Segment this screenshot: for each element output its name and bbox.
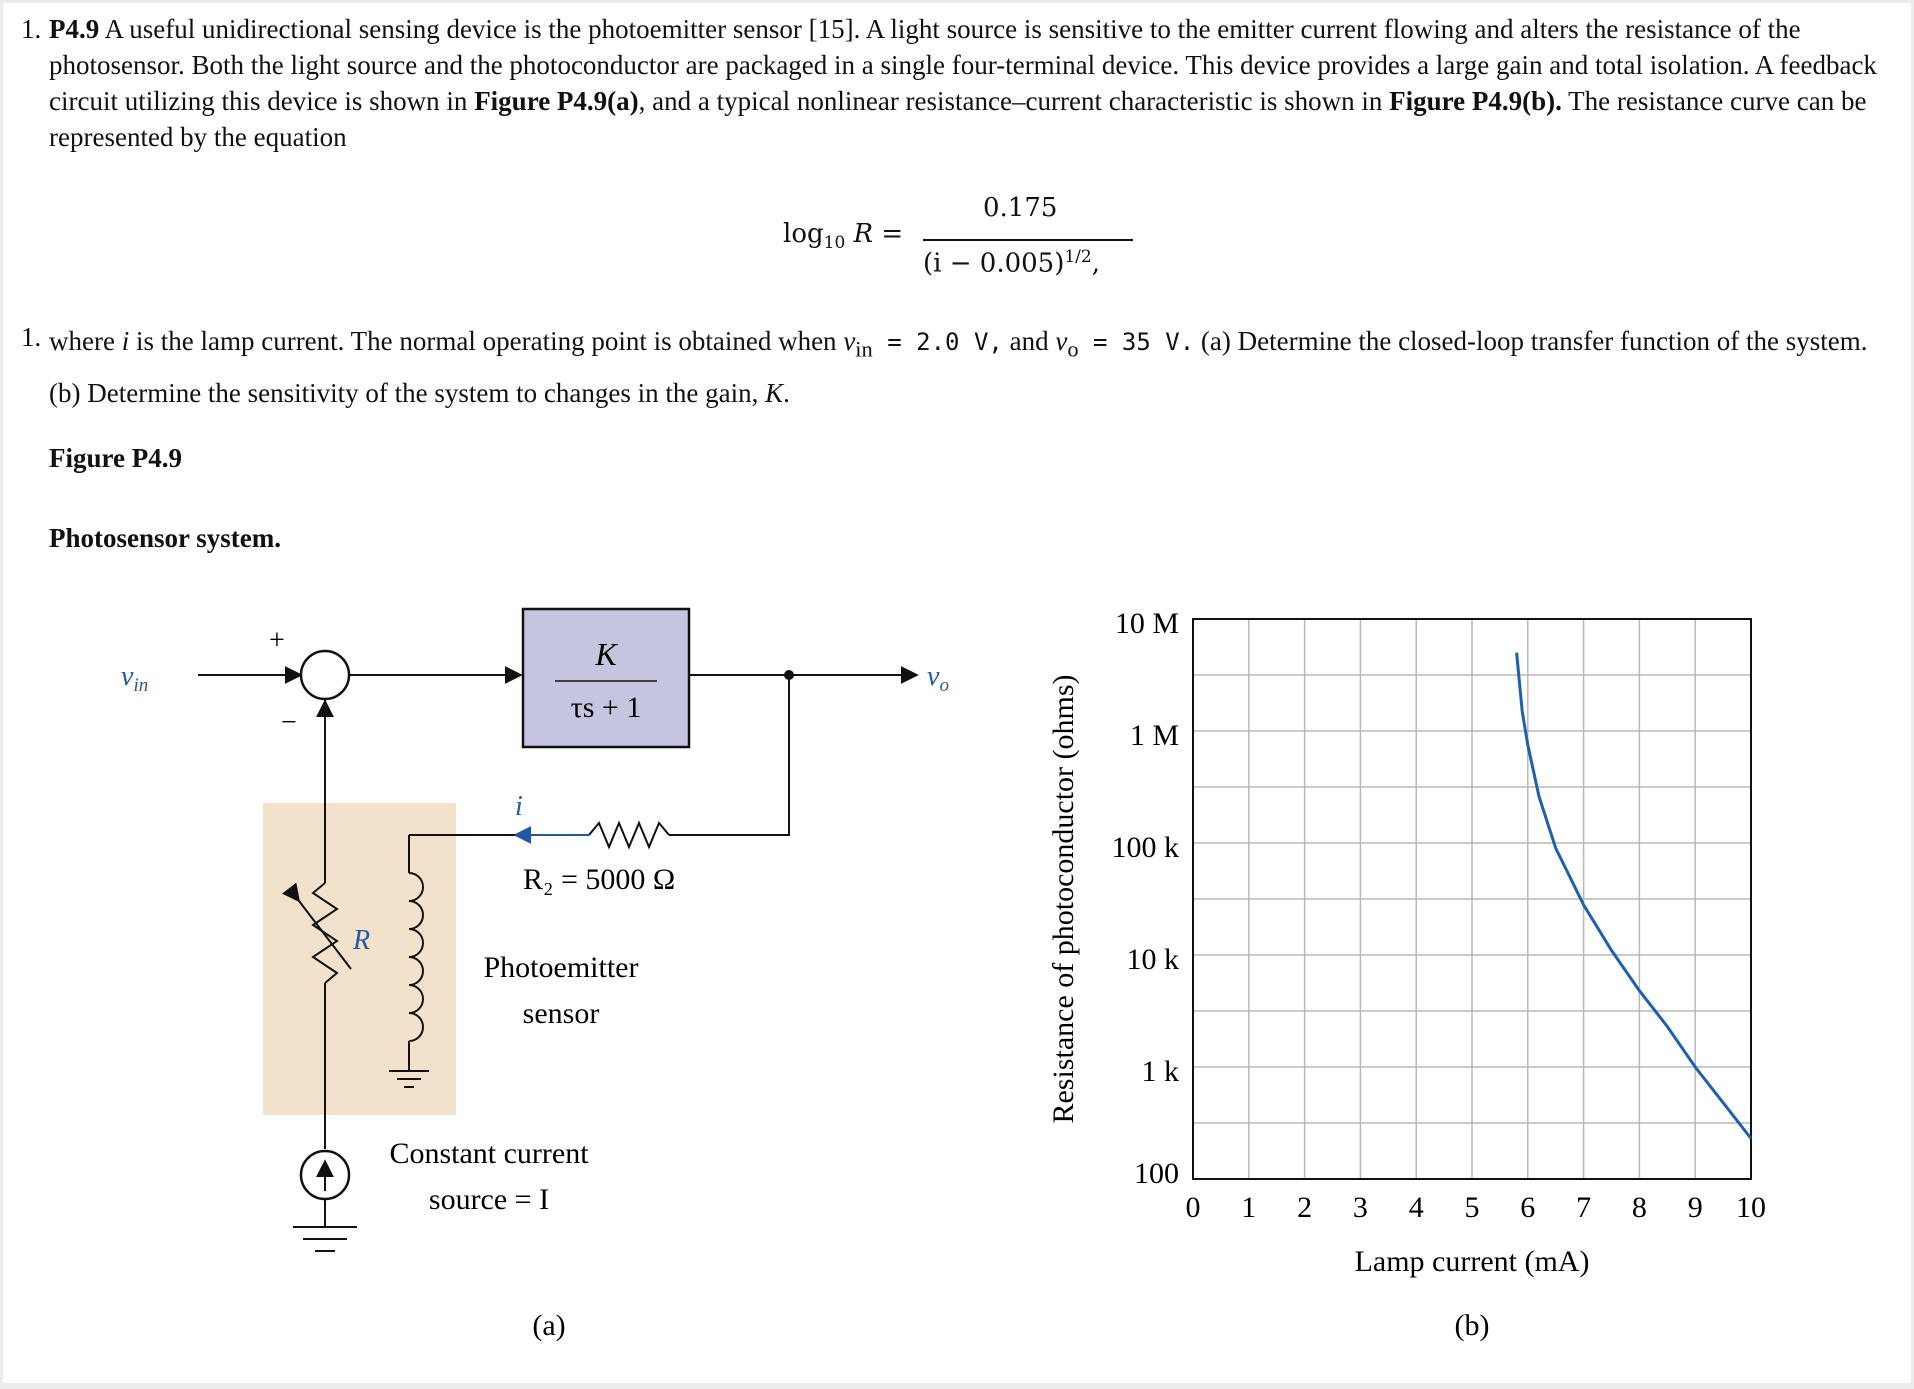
resistance-curve: [1515, 652, 1753, 1140]
variable-arrow: [282, 882, 352, 970]
y-axis-label: Resistance of photoconductor (ohms): [1047, 674, 1080, 1123]
vin-symbol: v: [843, 326, 856, 356]
x-tick-labels: 0 1 2 3 4 5 6 7 8 9 10: [1186, 1191, 1767, 1224]
y-tick-label: 10 k: [1127, 943, 1180, 976]
problem-id: P4.9: [49, 14, 100, 44]
y-tick-labels: 100 1 k 10 k 100 k 1 M 10 M: [1112, 607, 1180, 1190]
resistance-equation: log10 R = 0.175 (i − 0.005)1/2,: [783, 185, 1143, 285]
resistor-label: R₂ = 5000 Ω: [523, 863, 675, 896]
sensor-shading: [263, 803, 456, 1115]
problem-text-1: A useful unidirectional sensing device i…: [49, 14, 1877, 116]
current-label: i: [515, 791, 523, 822]
figure-ref-a: Figure P4.9(a): [474, 86, 639, 116]
figure-title: Figure P4.9: [49, 443, 182, 473]
block-denominator: τs + 1: [571, 691, 642, 724]
figure-caption: Photosensor system.: [49, 523, 281, 553]
vo-symbol: v: [1055, 326, 1068, 356]
problem-continuation: 1. where i is the lamp current. The norm…: [21, 319, 1901, 415]
source-label-1: Constant current: [389, 1137, 589, 1170]
resistor-r2: [588, 820, 670, 850]
resistance-chart: 0 1 2 3 4 5 6 7 8 9 10 100 1 k 10 k 100 k 1 M 10 M Lamp…: [1047, 607, 1767, 1342]
feedback-line: [669, 675, 790, 836]
summing-junction: [299, 649, 351, 701]
output-label: vo: [927, 661, 949, 696]
x-tick-label: 9: [1688, 1191, 1703, 1224]
circuit-diagram: vin + − K τs + 1 vo i R₂ = 5000 Ω R Phot…: [121, 607, 949, 1342]
vo-value: = 35 V.: [1078, 328, 1195, 356]
equation-numerator: 0.175: [983, 193, 1058, 223]
x-tick-label: 8: [1632, 1191, 1647, 1224]
transfer-block: [521, 607, 691, 749]
chart-grid: [1193, 619, 1751, 1179]
var-resistor-label: R: [352, 925, 370, 956]
x-tick-label: 6: [1520, 1191, 1535, 1224]
problem-page: { "problem": { "number": "1.", "id": "P4…: [3, 3, 1911, 1383]
x-tick-label: 7: [1576, 1191, 1591, 1224]
vin-value: = 2.0 V,: [872, 328, 1003, 356]
fraction-bar: [923, 239, 1133, 241]
y-tick-label: 1 k: [1142, 1055, 1180, 1088]
equation-lhs: log10 R =: [783, 219, 904, 254]
y-tick-label: 100 k: [1112, 831, 1180, 864]
lamp-coil: [408, 872, 424, 1042]
plot-frame: [1192, 618, 1752, 1180]
x-tick-label: 0: [1186, 1191, 1201, 1224]
source-label-2: source = I: [429, 1183, 549, 1216]
x-tick-label: 5: [1465, 1191, 1480, 1224]
sensor-label-2: sensor: [523, 997, 600, 1030]
y-tick-label: 1 M: [1130, 719, 1179, 752]
x-tick-label: 2: [1297, 1191, 1312, 1224]
input-label: vin: [121, 661, 148, 696]
block-numerator: K: [594, 636, 618, 672]
minus-sign: −: [281, 707, 297, 738]
equation-denominator: (i − 0.005)1/2,: [923, 247, 1100, 279]
x-tick-label: 4: [1409, 1191, 1424, 1224]
x-tick-label: 10: [1736, 1191, 1766, 1224]
plus-sign: +: [269, 625, 285, 656]
x-axis-label: Lamp current (mA): [1355, 1245, 1590, 1278]
panel-label-a: (a): [532, 1309, 565, 1342]
y-tick-label: 10 M: [1115, 607, 1179, 640]
figure-ref-b: Figure P4.9(b).: [1389, 86, 1562, 116]
panel-label-b: (b): [1455, 1309, 1490, 1342]
var-i: i: [121, 326, 130, 356]
problem-statement: 1. P4.9 A useful unidirectional sensing …: [21, 11, 1901, 155]
x-tick-label: 3: [1353, 1191, 1368, 1224]
sensor-label-1: Photoemitter: [484, 951, 639, 984]
x-tick-label: 1: [1241, 1191, 1256, 1224]
problem-text-3: The resistance curve can be represented …: [49, 86, 1867, 152]
y-tick-label: 100: [1134, 1157, 1179, 1190]
var-K: K: [765, 378, 784, 409]
problem-number: 1.: [21, 14, 42, 44]
problem-number-2: 1.: [21, 322, 42, 352]
photoresistor: [311, 882, 339, 984]
problem-text-2: , and a typical nonlinear resistance–cur…: [638, 86, 1390, 116]
